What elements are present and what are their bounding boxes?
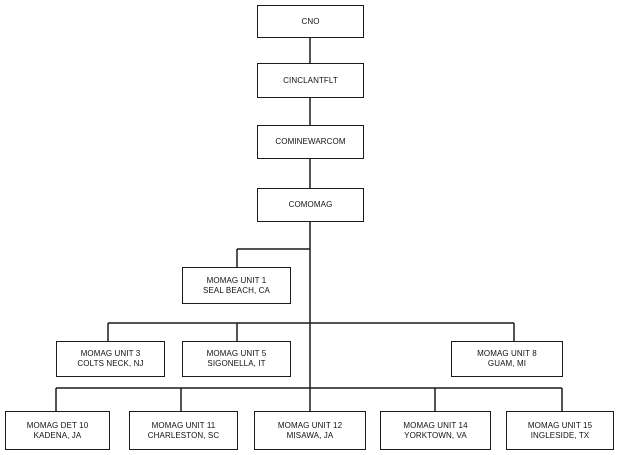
node-momag-unit-3: MOMAG UNIT 3 COLTS NECK, NJ — [56, 341, 165, 377]
node-cinclantflt-label: CINCLANTFLT — [283, 75, 338, 85]
node-momag-unit-12-location: MISAWA, JA — [286, 430, 334, 440]
node-momag-unit-3-location: COLTS NECK, NJ — [77, 359, 144, 368]
node-momag-unit-14-location: YORKTOWN, VA — [404, 430, 467, 440]
node-momag-det-10-location: KADENA, JA — [33, 430, 82, 440]
node-cominewarcom: COMINEWARCOM — [257, 125, 364, 159]
node-momag-det-10: MOMAG DET 10 KADENA, JA — [5, 411, 110, 450]
node-momag-unit-15-name: MOMAG UNIT 15 — [527, 420, 593, 430]
node-cno-label: CNO — [301, 16, 320, 26]
node-cinclantflt: CINCLANTFLT — [257, 63, 364, 98]
node-momag-unit-1: MOMAG UNIT 1 SEAL BEACH, CA — [182, 267, 291, 304]
node-momag-unit-3-name: MOMAG UNIT 3 — [80, 349, 141, 358]
node-momag-det-10-name: MOMAG DET 10 — [26, 420, 89, 430]
node-momag-unit-8-location: GUAM, MI — [487, 359, 527, 368]
node-comomag-label: COMOMAG — [288, 200, 333, 209]
node-momag-unit-1-name: MOMAG UNIT 1 — [206, 275, 267, 285]
node-momag-unit-5-location: SIGONELLA, IT — [207, 359, 266, 368]
node-momag-unit-11-location: CHARLESTON, SC — [147, 430, 220, 440]
node-momag-unit-15: MOMAG UNIT 15 INGLESIDE, TX — [506, 411, 614, 450]
node-momag-unit-5: MOMAG UNIT 5 SIGONELLA, IT — [182, 341, 291, 377]
node-momag-unit-1-location: SEAL BEACH, CA — [203, 285, 270, 295]
node-momag-unit-5-name: MOMAG UNIT 5 — [206, 349, 267, 358]
node-cno: CNO — [257, 5, 364, 38]
node-comomag: COMOMAG — [257, 188, 364, 222]
node-momag-unit-11: MOMAG UNIT 11 CHARLESTON, SC — [129, 411, 238, 450]
node-momag-unit-12-name: MOMAG UNIT 12 — [277, 420, 343, 430]
node-momag-unit-14-name: MOMAG UNIT 14 — [403, 420, 468, 430]
node-momag-unit-11-name: MOMAG UNIT 11 — [151, 420, 216, 430]
node-momag-unit-8: MOMAG UNIT 8 GUAM, MI — [451, 341, 563, 377]
node-momag-unit-8-name: MOMAG UNIT 8 — [477, 349, 537, 358]
node-momag-unit-12: MOMAG UNIT 12 MISAWA, JA — [254, 411, 366, 450]
node-momag-unit-14: MOMAG UNIT 14 YORKTOWN, VA — [380, 411, 491, 450]
node-cominewarcom-label: COMINEWARCOM — [275, 137, 346, 146]
node-momag-unit-15-location: INGLESIDE, TX — [530, 430, 590, 440]
